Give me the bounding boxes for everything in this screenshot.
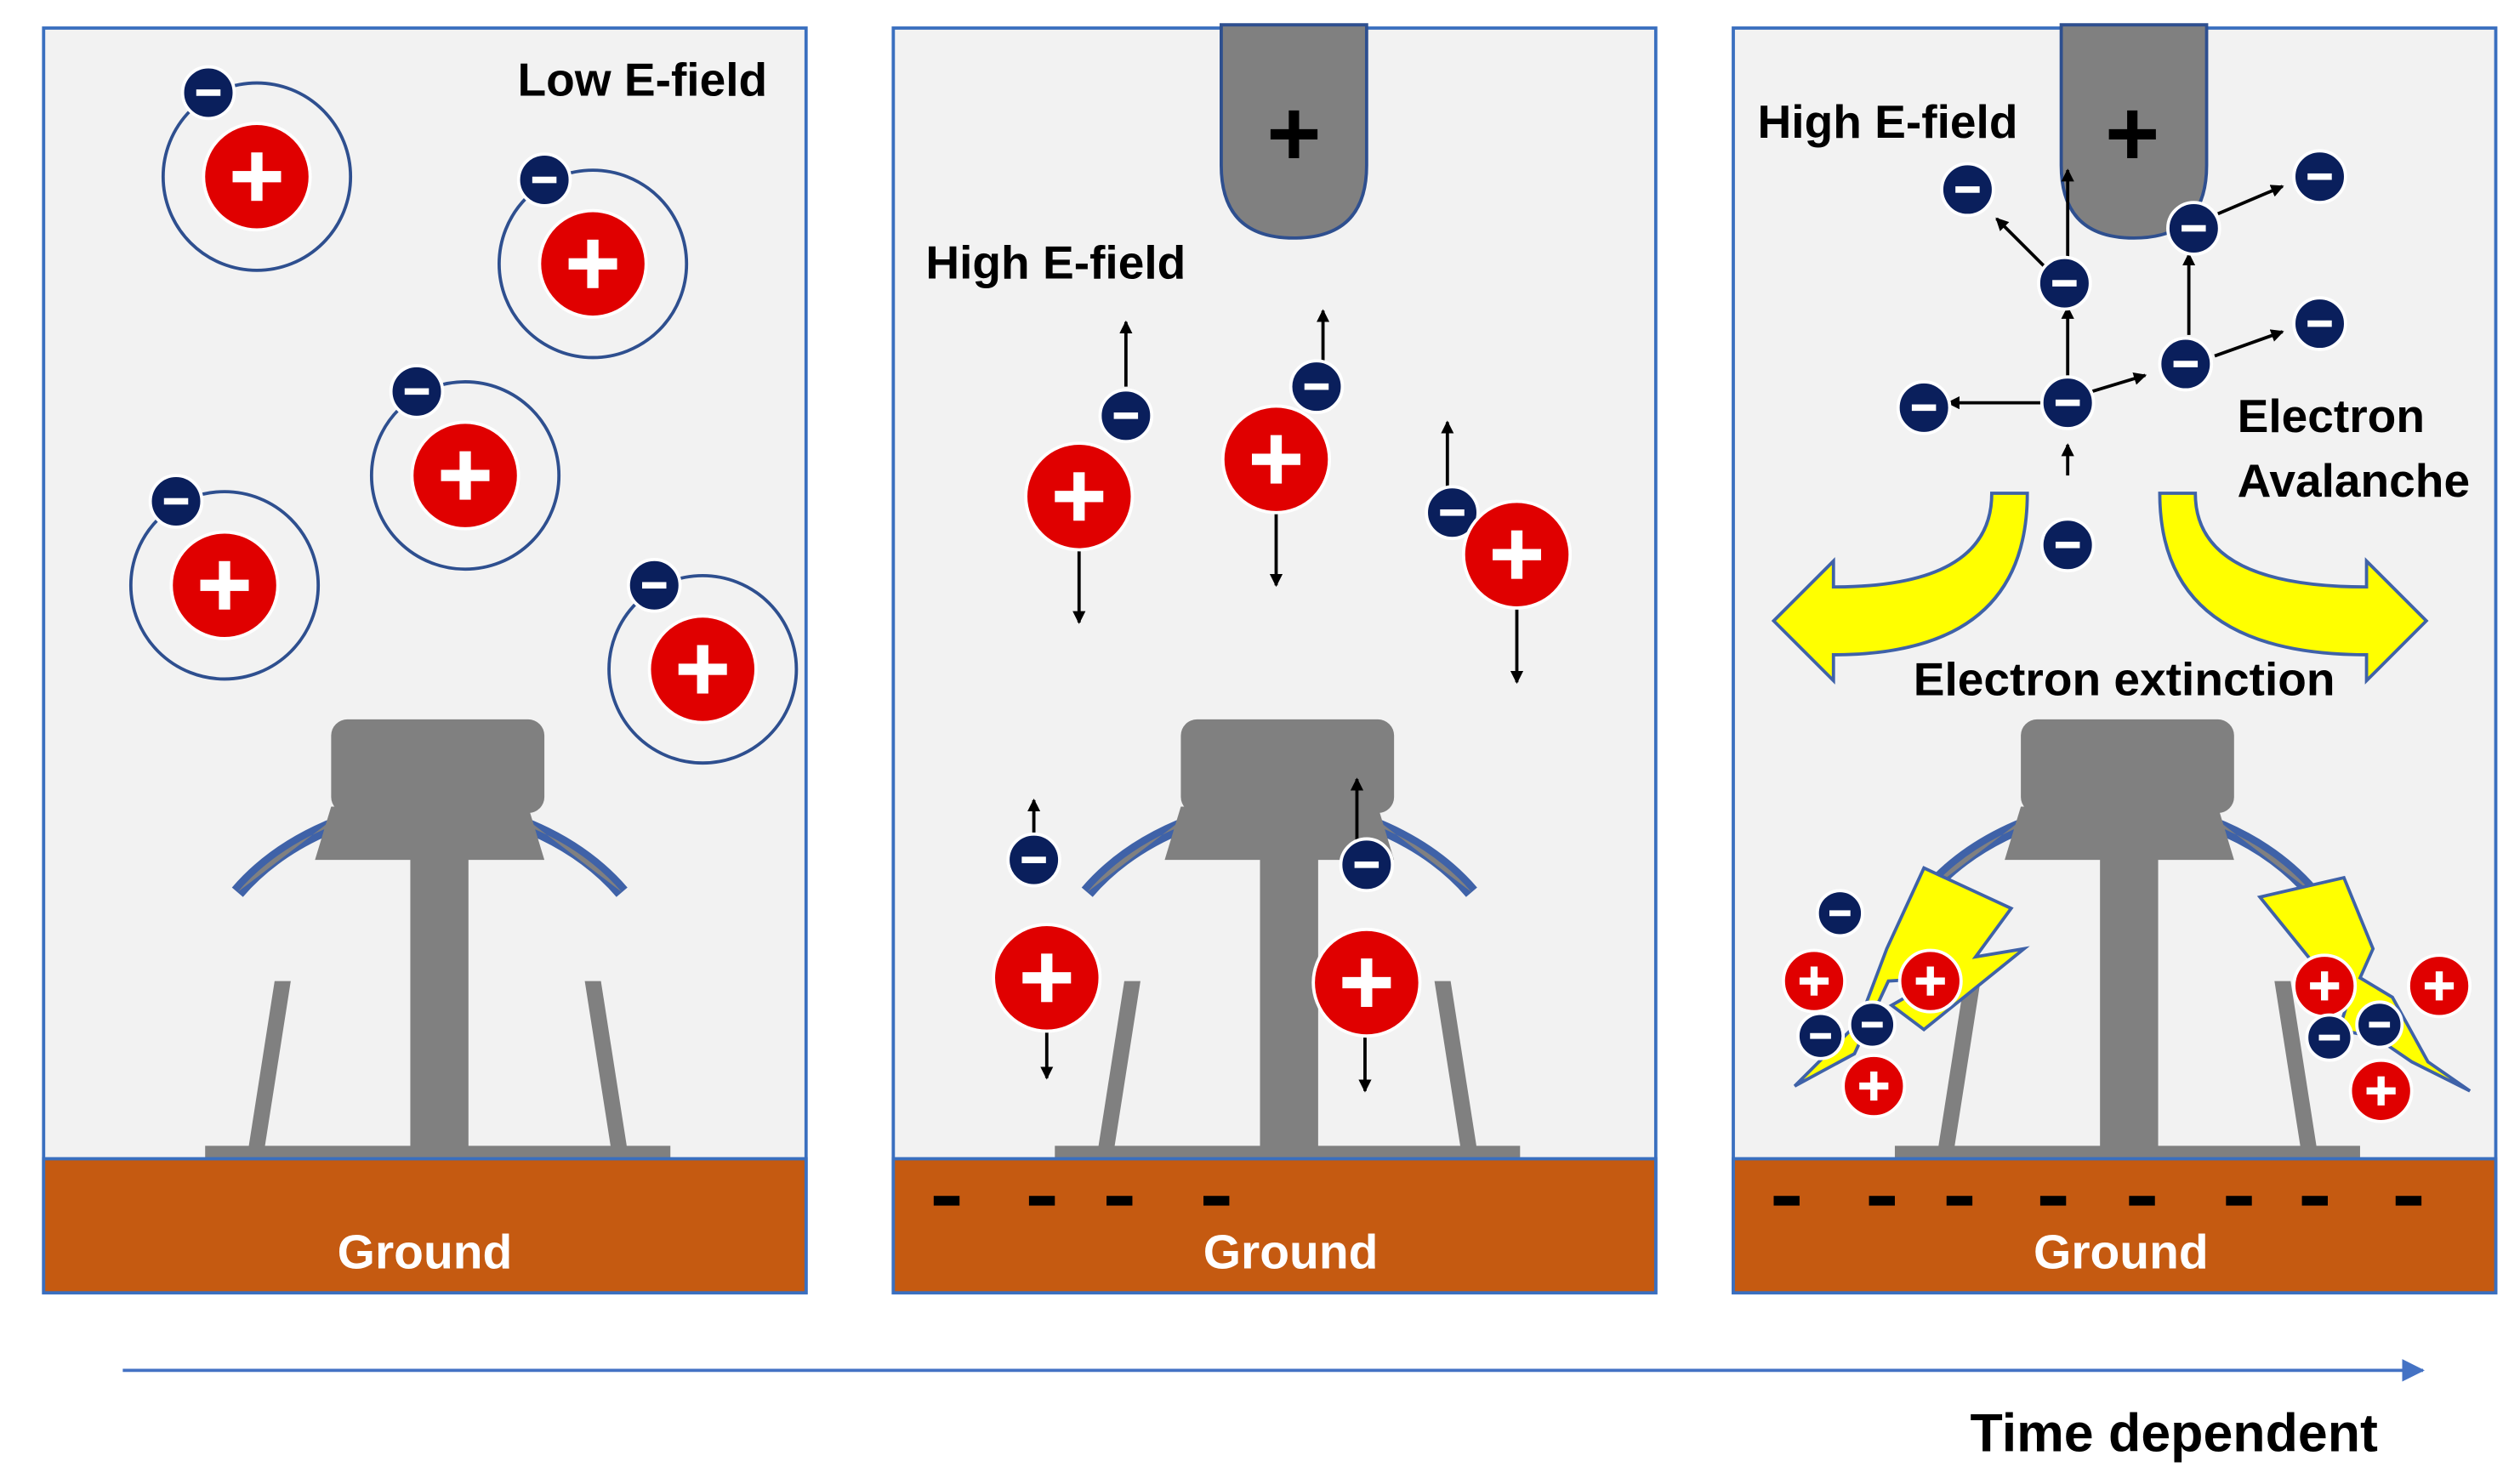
cluster-right-ion-2 (2407, 953, 2472, 1019)
high-voltage-electrode-2 (1220, 23, 1368, 240)
cluster-right-el-2 (2355, 1000, 2404, 1049)
high-field-label-3: High E-field (1758, 95, 2018, 148)
ion-2c (1461, 499, 1573, 610)
cluster-right-ion-3 (2348, 1058, 2414, 1123)
electrode-plus-2: + (1266, 81, 1321, 185)
ground-label-1: Ground (338, 1225, 513, 1280)
ground-slab-2 (891, 1157, 1658, 1295)
cluster-left-ion-2 (1897, 948, 1963, 1014)
ground-label-3: Ground (2034, 1225, 2209, 1280)
electron-2b (1288, 359, 1345, 414)
extinction-label: Electron extinction (1914, 652, 2335, 705)
electron-2d (1006, 832, 1061, 888)
av-electron-1 (2039, 517, 2096, 573)
electrode-plus-3: + (2105, 81, 2159, 185)
field-arrows-2 (1027, 309, 1524, 1093)
time-axis-label: Time dependent (1971, 1403, 2378, 1463)
cluster-left-ion-3 (1841, 1054, 1907, 1119)
ion-2b (1220, 404, 1332, 515)
cluster-left-el-3 (1847, 1000, 1897, 1049)
av-electron-7 (2166, 201, 2221, 256)
av-electron-5 (1940, 162, 1995, 218)
av-electron-4 (2037, 255, 2092, 311)
cluster-left-el-2 (1796, 1011, 1846, 1060)
ground-charges-2 (933, 1196, 1230, 1206)
av-electron-9 (2292, 296, 2347, 351)
electron-2a (1098, 388, 1154, 444)
cluster-right-el-1 (2305, 1013, 2354, 1062)
extinction-arrow-left (1771, 492, 2029, 685)
high-field-label-2: High E-field (925, 236, 1186, 288)
ground-label-2: Ground (1203, 1225, 1379, 1280)
av-electron-8 (2292, 149, 2347, 205)
ion-2d (992, 923, 1102, 1033)
ion-2a (1024, 441, 1135, 552)
ground-slab-3 (1732, 1157, 2498, 1295)
av-electron-3 (1896, 380, 1952, 435)
low-field-label: Low E-field (517, 54, 767, 106)
panel-low-field: Ground Low E-field (42, 26, 808, 1295)
av-electron-6 (2158, 336, 2214, 392)
electron-2e (1339, 837, 1395, 893)
cluster-left-el-1 (1815, 889, 1864, 938)
extinction-arrow-right (2158, 492, 2429, 685)
av-electron-2 (2039, 375, 2096, 430)
ground-charges-3 (1773, 1196, 2422, 1206)
ion-2e (1311, 927, 1422, 1038)
avalanche-label-2: Avalanche (2238, 454, 2470, 507)
avalanche-arrows (1946, 168, 2284, 476)
cluster-left-ion-1 (1781, 948, 1846, 1014)
panel-high-field: Ground + High E-field (891, 23, 1658, 1295)
avalanche-label-1: Electron (2238, 389, 2425, 442)
ground-slab-1 (42, 1157, 808, 1295)
panel-avalanche: Ground + High E-field (1732, 23, 2498, 1295)
cluster-right-ion-1 (2292, 953, 2358, 1019)
